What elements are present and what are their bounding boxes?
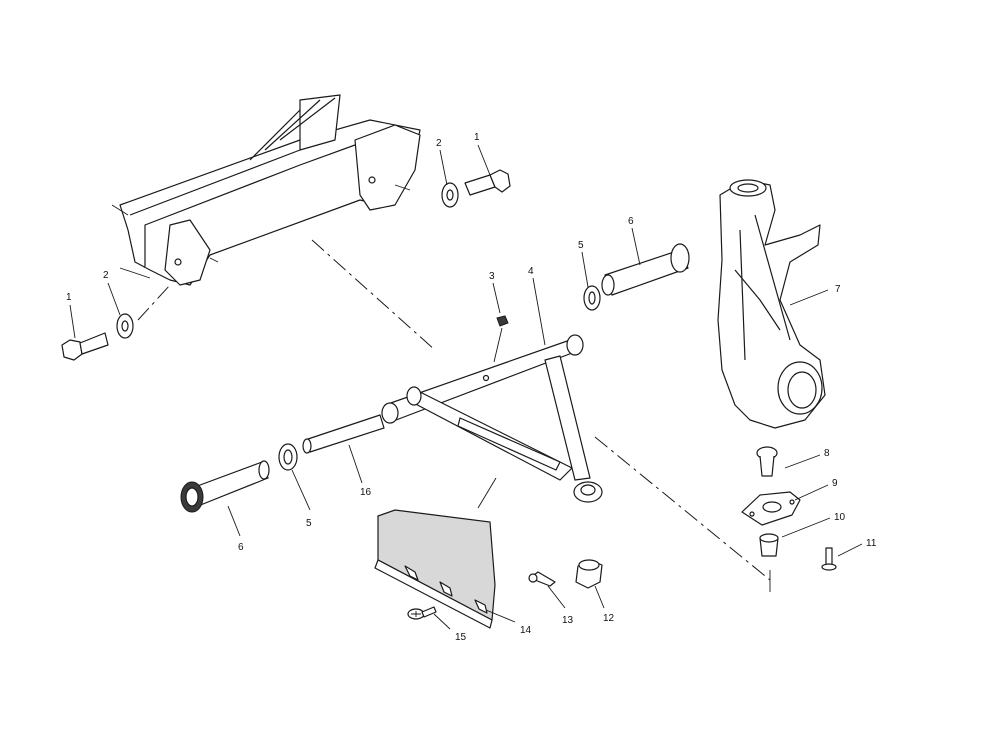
screw-15	[407, 606, 437, 620]
callout-5-right: 5	[578, 240, 584, 251]
guard-14	[374, 509, 496, 629]
callout-12: 12	[603, 613, 615, 624]
callout-13: 13	[562, 615, 574, 626]
bolt-1-right	[464, 169, 511, 196]
callout-14: 14	[520, 625, 532, 636]
stud-8	[756, 446, 778, 477]
spindle-knuckle-7	[717, 179, 826, 429]
a-arm-4	[381, 334, 591, 481]
callout-8: 8	[824, 448, 830, 459]
washer-2-right	[441, 182, 459, 208]
callout-6-right: 6	[628, 216, 634, 227]
frame-rail	[111, 94, 421, 286]
callout-2-right: 2	[436, 138, 442, 149]
callout-7: 7	[835, 284, 841, 295]
bushing-5-right	[583, 285, 601, 311]
grease-fitting-3	[496, 315, 509, 327]
ball-joint	[573, 481, 603, 503]
nut-12	[575, 559, 603, 589]
callout-9: 9	[832, 478, 838, 489]
sleeve-6-left	[180, 460, 270, 513]
callout-6-left: 6	[238, 542, 244, 553]
rivet-11	[821, 547, 837, 571]
bushing-5-left	[278, 443, 298, 471]
callout-5-left: 5	[306, 518, 312, 529]
callout-16: 16	[360, 487, 372, 498]
callout-4: 4	[528, 266, 534, 277]
callout-15: 15	[455, 632, 467, 643]
callout-10: 10	[834, 512, 846, 523]
callout-3: 3	[489, 271, 495, 282]
shaft-16	[302, 414, 385, 454]
callout-11: 11	[866, 538, 877, 549]
washer-2-left	[116, 313, 134, 339]
cotter-pin-13	[528, 571, 556, 587]
plate-9	[741, 491, 801, 526]
boot-10	[759, 533, 779, 557]
callout-1-left: 1	[66, 292, 72, 303]
callout-2-left: 2	[103, 270, 109, 281]
bolt-1-left	[61, 332, 109, 361]
sleeve-6-right	[601, 243, 690, 296]
callout-1-right: 1	[474, 132, 480, 143]
